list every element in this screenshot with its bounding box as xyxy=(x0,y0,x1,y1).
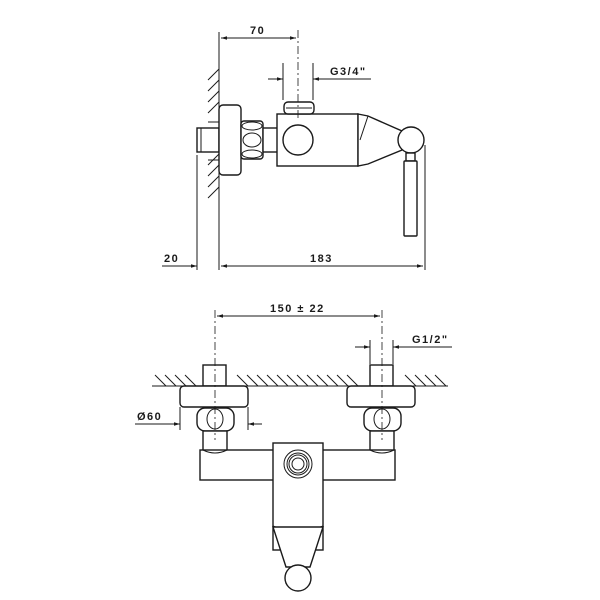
right-nut xyxy=(363,407,402,432)
dim-20: 20 xyxy=(164,253,179,265)
connector-pipe xyxy=(262,127,279,153)
valve-circle xyxy=(282,124,314,156)
left-inlet-nipple xyxy=(202,364,227,387)
outlet-ring-outer xyxy=(283,449,313,479)
front-view: 150 ± 22 G1/2" Ø60 xyxy=(135,303,452,592)
flange xyxy=(218,104,242,176)
front-ball xyxy=(284,564,312,592)
dim-o60: Ø60 xyxy=(137,411,162,423)
dim-183: 183 xyxy=(310,253,333,265)
wall-hatch-front xyxy=(154,374,447,387)
dim-g12: G1/2" xyxy=(412,334,449,346)
right-inlet-nipple xyxy=(369,364,394,387)
side-view: 70 G3/4" 20 183 xyxy=(162,25,426,270)
left-nut xyxy=(196,407,235,432)
lever-ball xyxy=(397,126,425,154)
dim-70: 70 xyxy=(250,25,265,37)
front-cone xyxy=(272,526,324,568)
lever-handle xyxy=(403,160,418,237)
left-flange xyxy=(179,385,249,408)
lever-cone xyxy=(357,113,403,167)
dim-g34: G3/4" xyxy=(330,66,367,78)
dim-150: 150 ± 22 xyxy=(270,303,325,315)
wall-nipple xyxy=(196,127,220,153)
right-flange xyxy=(346,385,416,408)
wall-hatch xyxy=(207,68,220,199)
hex-nut xyxy=(240,120,264,160)
handle-neck xyxy=(405,152,416,162)
